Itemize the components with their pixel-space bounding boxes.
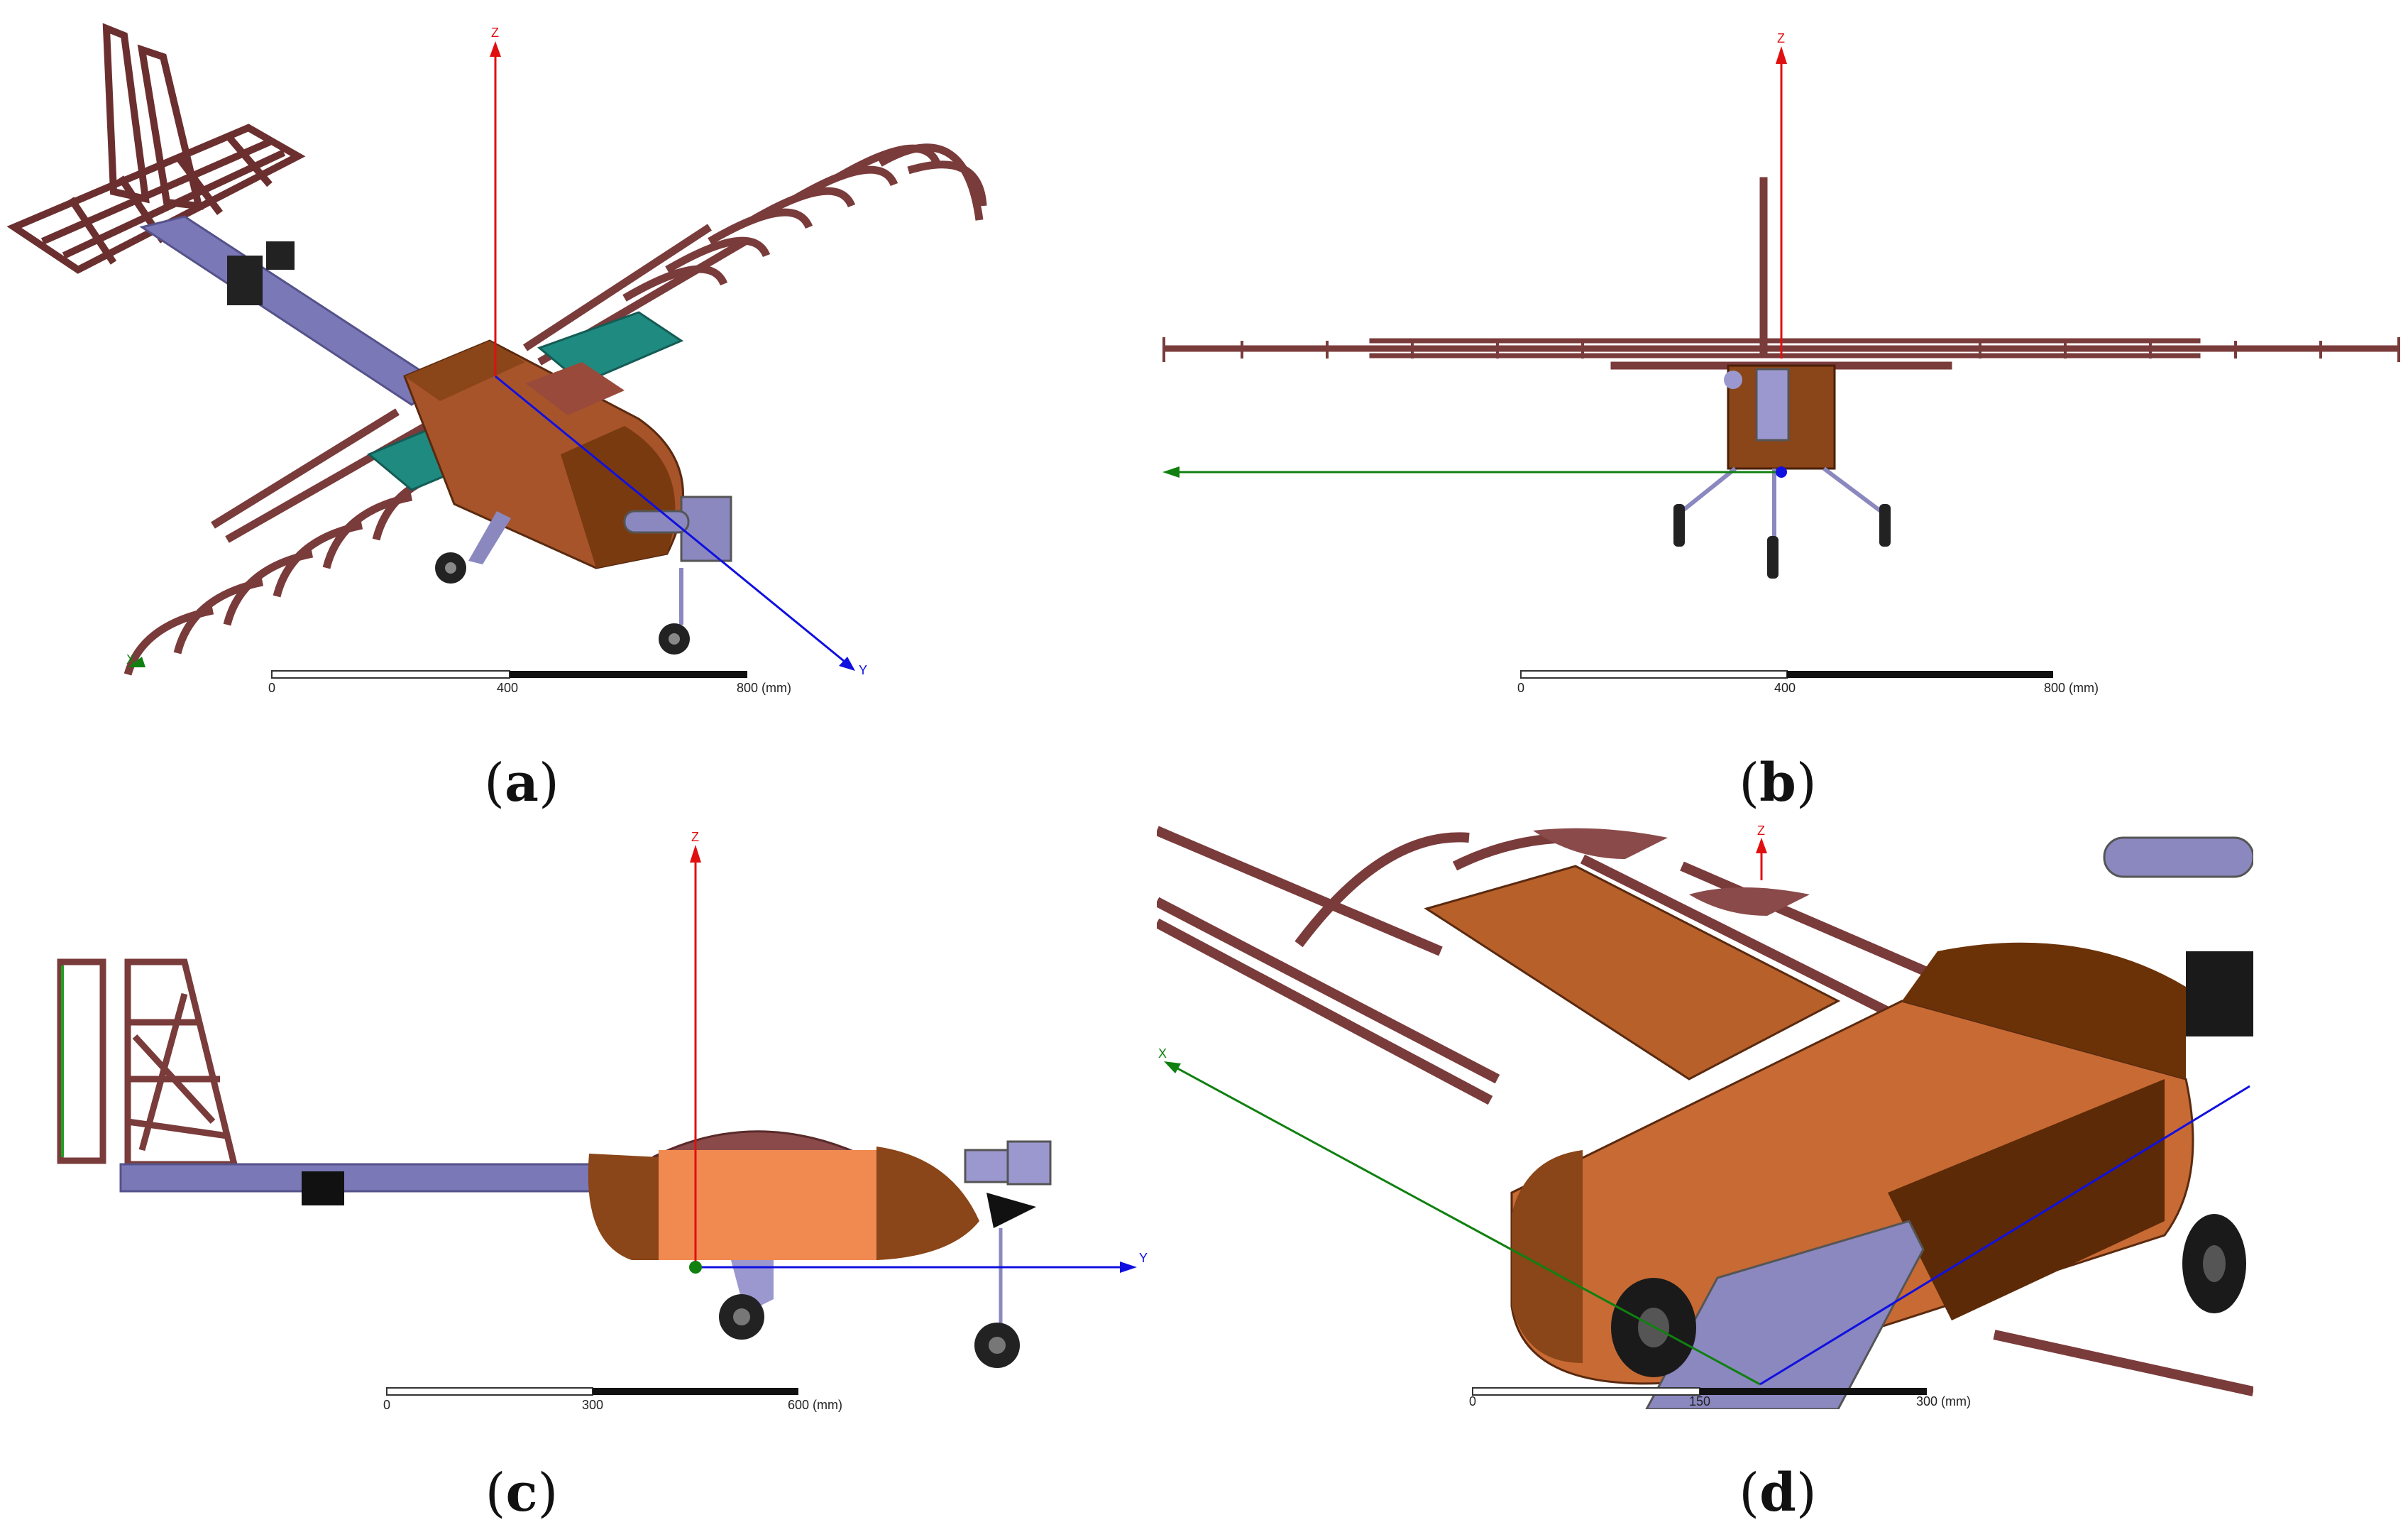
scale-tick-b2: 800 (mm) bbox=[2044, 681, 2099, 695]
axis-triad: Z Y X bbox=[126, 26, 867, 677]
landing-gear-side bbox=[719, 1228, 1020, 1368]
panel-a-drawing: Z Y X 0 400 800 (mm) bbox=[6, 23, 987, 695]
panel-d: X Z 0 150 300 (mm) bbox=[1157, 824, 2253, 1409]
scale-tick-2: 800 (mm) bbox=[737, 681, 791, 695]
scale-tick-b1: 400 bbox=[1774, 681, 1796, 695]
scale-bar-b: 0 400 800 (mm) bbox=[1517, 670, 2099, 695]
tail-boom-side bbox=[119, 1163, 626, 1193]
scale-bar: 0 400 800 (mm) bbox=[268, 670, 791, 695]
axis-z-label-c: Z bbox=[691, 830, 699, 844]
scale-tick-d0: 0 bbox=[1469, 1394, 1476, 1408]
axis-z-label: Z bbox=[491, 26, 499, 40]
caption-d: (d) bbox=[1739, 1462, 1817, 1523]
landing-gear bbox=[435, 511, 690, 655]
panel-a: Z Y X 0 400 800 (mm) bbox=[0, 14, 1008, 710]
axis-x-label: X bbox=[126, 652, 135, 667]
landing-gear-front bbox=[1681, 466, 1882, 540]
scale-bar-c: 0 300 600 (mm) bbox=[383, 1387, 842, 1412]
scale-tick-b0: 0 bbox=[1517, 681, 1524, 695]
axis-y-label: Y bbox=[859, 663, 867, 677]
caption-b: (b) bbox=[1739, 753, 1817, 814]
axis-x-label-d: X bbox=[1158, 1046, 1167, 1061]
axis-z-label-d: Z bbox=[1757, 824, 1765, 838]
scale-tick-d1: 150 bbox=[1689, 1394, 1710, 1408]
axis-y-label-c: Y bbox=[1139, 1251, 1148, 1265]
servo-block bbox=[227, 256, 263, 305]
axis-triad-d: X Z bbox=[1158, 824, 2250, 1386]
panel-c: Z Y 0 300 600 (mm) bbox=[43, 824, 1164, 1420]
scale-tick-0: 0 bbox=[268, 681, 275, 695]
axis-triad-c: Z Y bbox=[689, 830, 1148, 1274]
axis-z-label-b: Z bbox=[1777, 31, 1785, 45]
scale-bar-d: 0 150 300 (mm) bbox=[1469, 1387, 1971, 1408]
scale-tick-1: 400 bbox=[497, 681, 518, 695]
panel-d-drawing: X Z 0 150 300 (mm) bbox=[1157, 824, 2253, 1409]
panel-b-drawing: Z 0 400 800 (mm) bbox=[1162, 31, 2400, 695]
tail-assembly bbox=[6, 23, 306, 274]
panel-b: Z 0 400 800 (mm) bbox=[1157, 14, 2408, 710]
tail-side bbox=[57, 958, 238, 1168]
caption-c: (c) bbox=[485, 1462, 559, 1523]
caption-a: (a) bbox=[484, 753, 559, 814]
scale-tick-c0: 0 bbox=[383, 1398, 390, 1412]
wing-root-plate bbox=[1424, 865, 1841, 1080]
scale-tick-c2: 600 (mm) bbox=[788, 1398, 842, 1412]
motor-mount bbox=[680, 496, 732, 562]
fuselage-side bbox=[588, 1154, 660, 1260]
panel-c-drawing: Z Y 0 300 600 (mm) bbox=[57, 830, 1148, 1412]
axis-triad-b: Z bbox=[1162, 31, 1787, 478]
scale-tick-d2: 300 (mm) bbox=[1916, 1394, 1971, 1408]
wing-right bbox=[522, 143, 987, 366]
scale-tick-c1: 300 bbox=[582, 1398, 603, 1412]
